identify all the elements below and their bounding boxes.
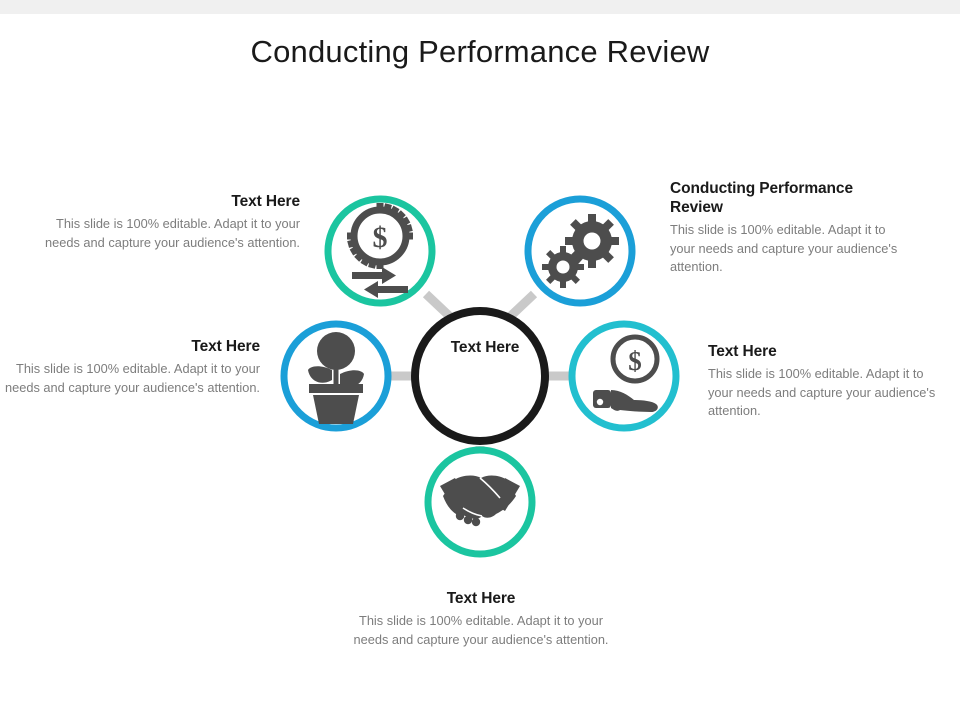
text-block-middle-left: Text Here This slide is 100% editable. A… xyxy=(2,337,260,397)
text-block-middle-right-heading: Text Here xyxy=(708,343,777,360)
text-block-middle-left-heading: Text Here xyxy=(191,338,260,355)
circular-diagram: $ xyxy=(280,174,680,574)
dollar-gear-exchange-icon: $ xyxy=(347,203,413,298)
slide-canvas: Conducting Performance Review Text Here … xyxy=(0,14,960,720)
node-middle-right[interactable]: $ xyxy=(568,320,680,432)
center-node-label: Text Here xyxy=(450,339,520,356)
svg-text:$: $ xyxy=(373,221,388,254)
text-block-top-right-body: This slide is 100% editable. Adapt it to… xyxy=(670,222,898,274)
gears-icon xyxy=(542,214,619,288)
text-block-top-left: Text Here This slide is 100% editable. A… xyxy=(42,192,300,252)
text-block-middle-right: Text Here This slide is 100% editable. A… xyxy=(708,342,948,421)
text-block-middle-left-body: This slide is 100% editable. Adapt it to… xyxy=(4,361,260,395)
node-top-left[interactable]: $ xyxy=(324,195,436,307)
node-bottom[interactable] xyxy=(424,446,536,558)
node-top-right[interactable] xyxy=(524,195,636,307)
text-block-top-right-heading: Conducting Performance Review xyxy=(670,180,853,216)
text-block-bottom-center-body: This slide is 100% editable. Adapt it to… xyxy=(353,613,609,647)
svg-text:$: $ xyxy=(628,346,642,376)
text-block-bottom-center-heading: Text Here xyxy=(446,590,516,607)
text-block-bottom-center: Text Here This slide is 100% editable. A… xyxy=(352,589,610,649)
top-gray-band xyxy=(0,0,960,14)
page-title: Conducting Performance Review xyxy=(250,34,710,69)
text-block-top-left-body: This slide is 100% editable. Adapt it to… xyxy=(44,216,300,250)
handshake-icon xyxy=(440,475,520,527)
center-node[interactable] xyxy=(411,307,549,445)
potted-plant-icon xyxy=(308,332,364,424)
hand-holding-dollar-icon: $ xyxy=(593,334,660,412)
text-block-middle-right-body: This slide is 100% editable. Adapt it to… xyxy=(708,366,936,418)
node-middle-left[interactable] xyxy=(280,320,392,432)
text-block-top-right: Conducting Performance Review This slide… xyxy=(670,179,905,277)
text-block-top-left-heading: Text Here xyxy=(231,193,300,210)
